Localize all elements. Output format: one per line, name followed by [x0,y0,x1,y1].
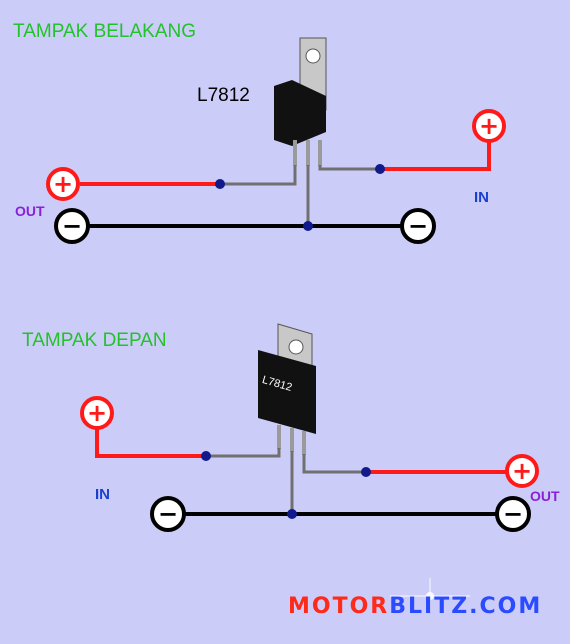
sparkle-icon [390,578,470,612]
top-left-minus-symbol: − [62,212,82,240]
brand-part-motor: MOTOR [288,594,390,619]
bottom-out-label: OUT [530,488,560,504]
bottom-left-minus-symbol: − [158,500,178,528]
bottom-lead-left [277,425,281,449]
bottom-in-plus-symbol: + [87,399,107,427]
bottom-node-in [201,451,211,461]
bottom-regulator-body [258,350,316,434]
bottom-diagram: + + − − [80,323,539,532]
bottom-lead-mid [290,428,294,452]
top-in-positive-wire [380,142,491,171]
top-in-label: IN [474,189,489,206]
top-out-lead-wire [220,165,297,186]
brand-logo: MOTORBLITZ.COM [288,594,542,619]
bottom-in-plus-terminal: + [80,396,114,430]
top-in-plus-symbol: + [479,112,499,140]
bottom-out-lead-wire [302,454,366,474]
bottom-in-lead-wire [206,448,281,458]
top-lead-mid [306,140,310,166]
top-regulator-body [274,80,326,146]
top-out-plus-terminal: + [46,167,80,201]
top-title: TAMPAK BELAKANG [13,21,197,42]
top-lead-left [293,140,297,166]
top-node-gnd [303,221,313,231]
bottom-node-out [361,467,371,477]
bottom-node-gnd [287,509,297,519]
bottom-out-plus-terminal: + [505,454,539,488]
bottom-out-plus-symbol: + [512,457,532,485]
bottom-in-positive-wire [95,429,206,458]
top-lead-right [318,140,322,166]
top-left-minus-terminal: − [54,208,90,244]
brand-part-blitz: BLITZ.COM [389,594,543,619]
top-chip-label: L7812 [197,85,250,106]
top-in-plus-terminal: + [472,109,506,143]
top-in-lead-wire [318,165,380,171]
top-diagram: + + − − [46,37,506,244]
bottom-regulator-mount-hole [288,339,304,355]
bottom-title: TAMPAK DEPAN [22,330,167,351]
bottom-in-label: IN [95,486,110,503]
top-right-minus-symbol: − [408,212,428,240]
bottom-lead-right [302,431,306,455]
top-out-plus-symbol: + [53,170,73,198]
top-regulator-mount-hole [305,48,321,64]
top-out-label: OUT [15,203,45,219]
top-right-minus-terminal: − [400,208,436,244]
bottom-left-minus-terminal: − [150,496,186,532]
top-node-out [215,179,225,189]
bottom-right-minus-terminal: − [495,496,531,532]
top-node-in [375,164,385,174]
bottom-right-minus-symbol: − [503,500,523,528]
